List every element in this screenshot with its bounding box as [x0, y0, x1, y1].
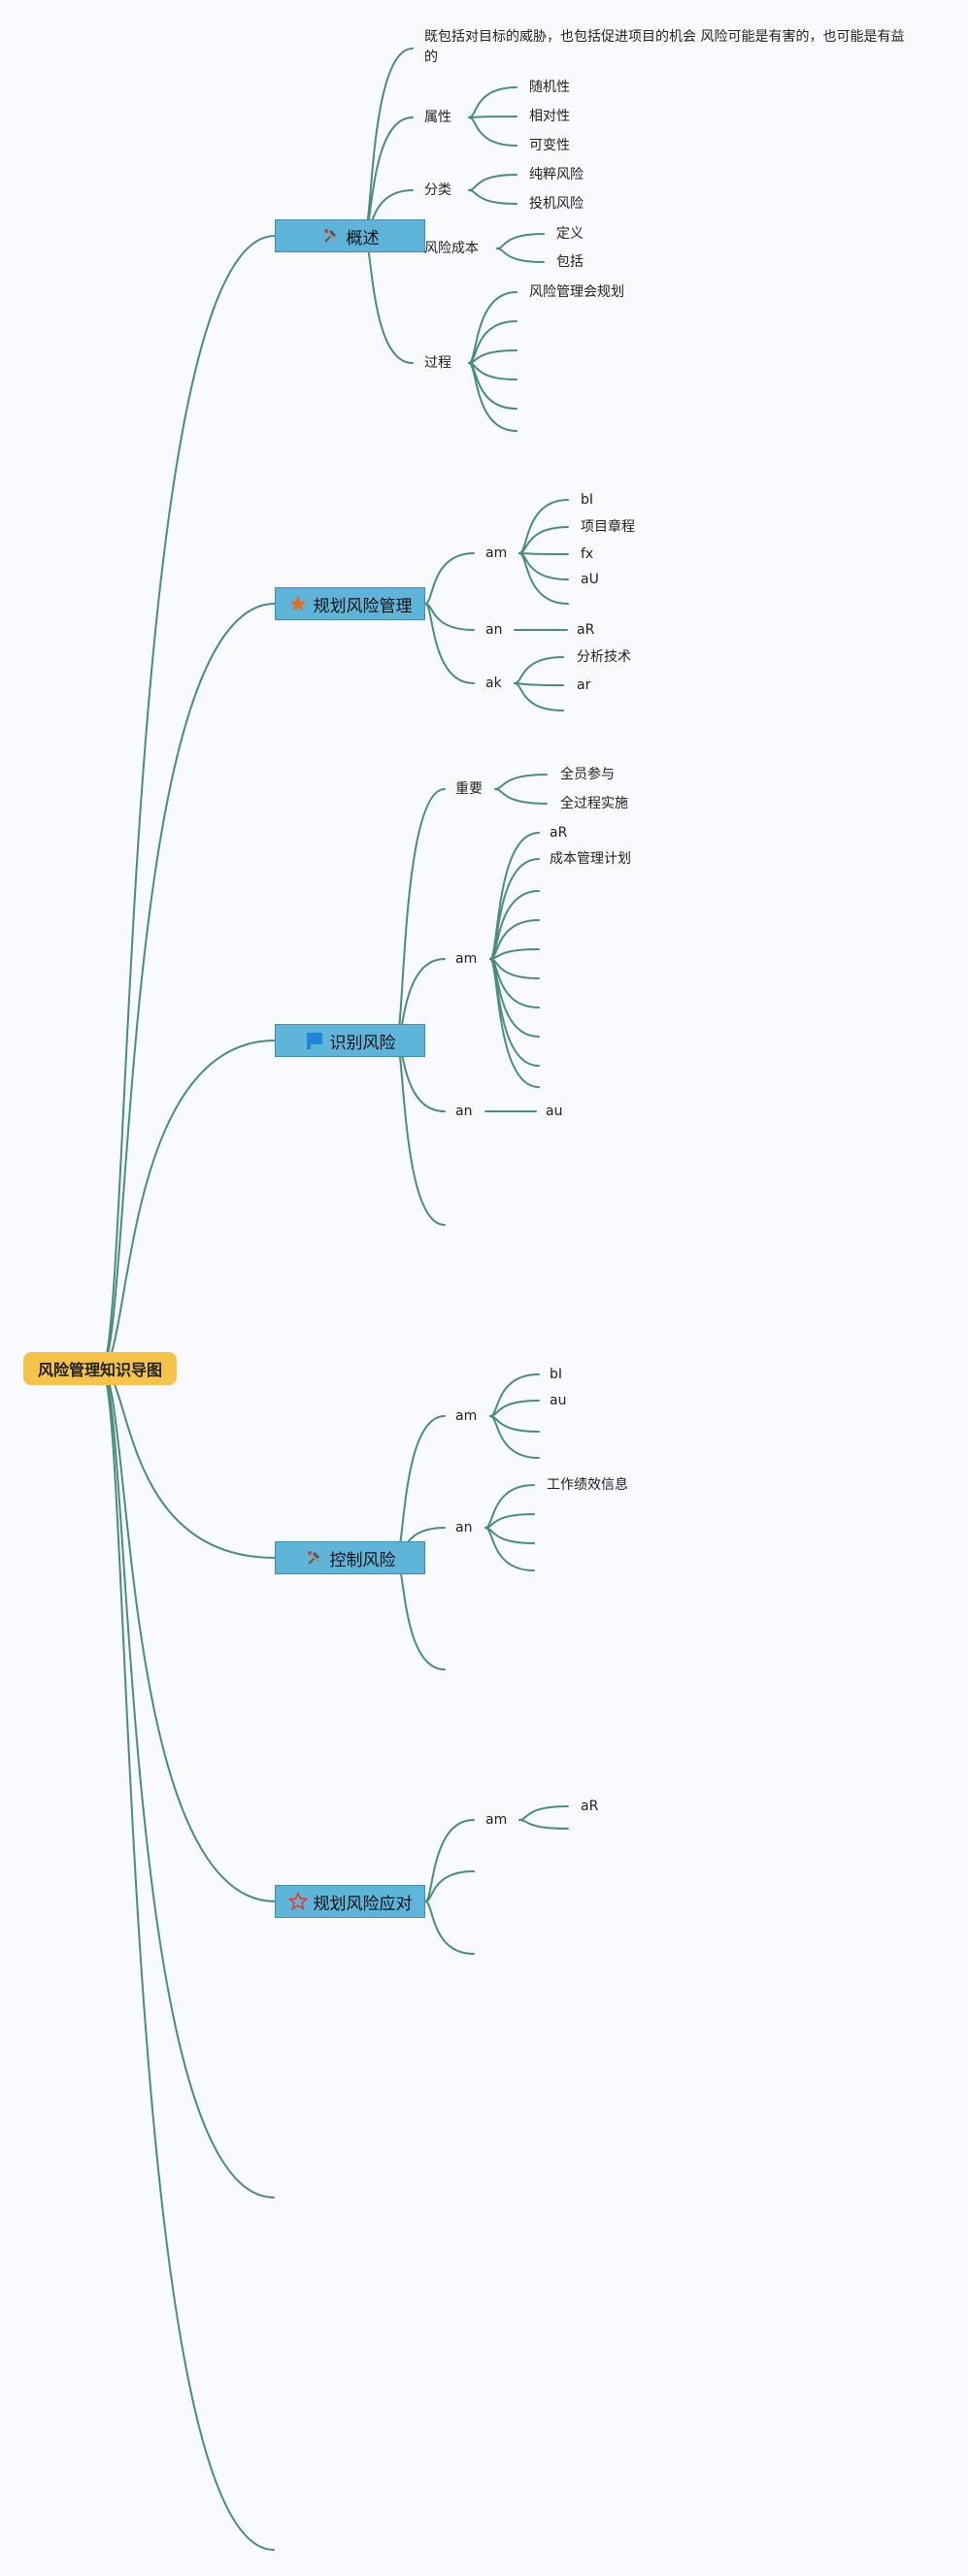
response-am-connector [518, 1805, 569, 1821]
response-connector [424, 1819, 475, 1902]
response-connector [424, 1900, 475, 1955]
topic-plan-risk-responses[interactable]: 规划风险应对 [275, 1885, 425, 1918]
topic-label: 概述 [346, 228, 380, 248]
topic-plan-risk-management[interactable]: 规划风险管理 [275, 587, 425, 620]
risk-cost-node[interactable]: 风险成本 [424, 241, 479, 256]
response-am-connector [518, 1819, 569, 1830]
attr-connector [468, 116, 517, 147]
plan-ak-connector [514, 682, 564, 686]
control-am-item[interactable]: au [550, 1393, 567, 1408]
topic-control-risks[interactable]: 控制风险 [275, 1541, 425, 1574]
control-am-connector [489, 1373, 540, 1417]
plan-ak-connector [514, 656, 564, 684]
risk-cost-connector [496, 248, 545, 263]
plan-am-node[interactable]: am [485, 545, 508, 561]
topic-label: 规划风险管理 [313, 596, 413, 616]
control-am-connector [489, 1415, 540, 1459]
identify-am-item[interactable]: aR [550, 825, 568, 841]
plan-an-node[interactable]: an [485, 622, 503, 638]
topic-label: 规划风险应对 [313, 1894, 413, 1914]
control-an-item-performance[interactable]: 工作绩效信息 [547, 1477, 628, 1493]
plan-ak-node[interactable]: ak [485, 676, 502, 691]
identify-an-item[interactable]: au [546, 1104, 563, 1119]
process-node[interactable]: 过程 [424, 355, 451, 371]
root-connector [100, 1368, 276, 1902]
identify-am-item-cost-plan[interactable]: 成本管理计划 [550, 851, 631, 867]
identify-important-whole-process[interactable]: 全过程实施 [560, 796, 628, 811]
category-node[interactable]: 分类 [424, 182, 451, 198]
plan-am-connector [518, 552, 569, 555]
flag-icon [305, 1031, 324, 1050]
attr-connector [468, 116, 517, 118]
control-am-node[interactable]: am [455, 1408, 478, 1424]
topic-identify-risks[interactable]: 识别风险 [275, 1024, 425, 1057]
identify-am-node[interactable]: am [455, 951, 478, 967]
topic-overview[interactable]: 概述 [275, 219, 425, 252]
plan-ak-item-analysis[interactable]: 分析技术 [577, 649, 631, 665]
control-connector [395, 1415, 446, 1559]
star-outline-icon [287, 1892, 308, 1911]
root-connector [100, 1040, 276, 1370]
overview-connector [363, 235, 414, 364]
hammer-tools-icon [321, 226, 341, 246]
identify-important-node[interactable]: 重要 [455, 781, 483, 797]
root-topic[interactable]: 风险管理知识导图 [23, 1352, 177, 1385]
plan-ak-item[interactable]: ar [577, 677, 591, 693]
overview-summary[interactable]: 既包括对目标的威胁，也包括促进项目的机会 风险可能是有害的，也可能是有益的 [424, 29, 905, 65]
category-connector [468, 189, 517, 205]
control-an-node[interactable]: an [455, 1520, 473, 1536]
plan-connector [424, 603, 475, 684]
identify-an-node[interactable]: an [455, 1104, 473, 1119]
identify-important-all-staff[interactable]: 全员参与 [560, 767, 615, 782]
response-am-item[interactable]: aR [581, 1799, 599, 1814]
control-am-item[interactable]: bI [550, 1367, 563, 1382]
attr-item-relativity[interactable]: 相对性 [529, 109, 570, 124]
attr-connector [468, 86, 517, 118]
identify-connector [395, 788, 446, 1041]
topic-label: 控制风险 [329, 1550, 396, 1570]
hammer-tools-icon [305, 1548, 324, 1568]
identify-connector [395, 1040, 446, 1226]
plan-am-item-charter[interactable]: 项目章程 [581, 519, 635, 535]
response-am-node[interactable]: am [485, 1812, 508, 1828]
category-item-pure[interactable]: 纯粹风险 [529, 167, 584, 182]
identify-am-connector [489, 948, 540, 960]
category-item-speculative[interactable]: 投机风险 [529, 196, 584, 212]
control-connector [395, 1557, 446, 1670]
process-item-planning[interactable]: 风险管理会规划 [529, 284, 624, 300]
plan-ak-connector [514, 682, 564, 711]
attr-item-variability[interactable]: 可变性 [529, 138, 570, 153]
risk-cost-definition[interactable]: 定义 [556, 226, 584, 242]
plan-am-connector [518, 552, 569, 605]
identify-am-connector [489, 858, 540, 960]
topic-label: 识别风险 [329, 1033, 396, 1053]
identify-am-connector [489, 958, 540, 1088]
control-an-connector [484, 1484, 535, 1529]
control-an-connector [484, 1527, 535, 1571]
process-connector [468, 362, 517, 432]
plan-connector [424, 552, 475, 605]
risk-cost-connector [496, 233, 545, 249]
risk-cost-includes[interactable]: 包括 [556, 254, 584, 270]
response-connector [424, 1870, 475, 1902]
category-connector [468, 174, 517, 191]
identify-important-connector [494, 774, 548, 790]
attr-item-randomness[interactable]: 随机性 [529, 80, 570, 95]
root-connector [100, 235, 276, 1370]
root-connector [100, 1368, 275, 2551]
plan-am-item[interactable]: bI [581, 492, 594, 508]
star-filled-icon [288, 594, 308, 613]
plan-am-item[interactable]: aU [581, 572, 599, 587]
identify-important-connector [494, 788, 548, 805]
attr-node[interactable]: 属性 [424, 110, 451, 125]
plan-an-item[interactable]: aR [577, 622, 595, 638]
plan-am-item[interactable]: fx [581, 546, 594, 562]
root-connector [100, 603, 276, 1370]
root-connector [100, 1368, 275, 2198]
